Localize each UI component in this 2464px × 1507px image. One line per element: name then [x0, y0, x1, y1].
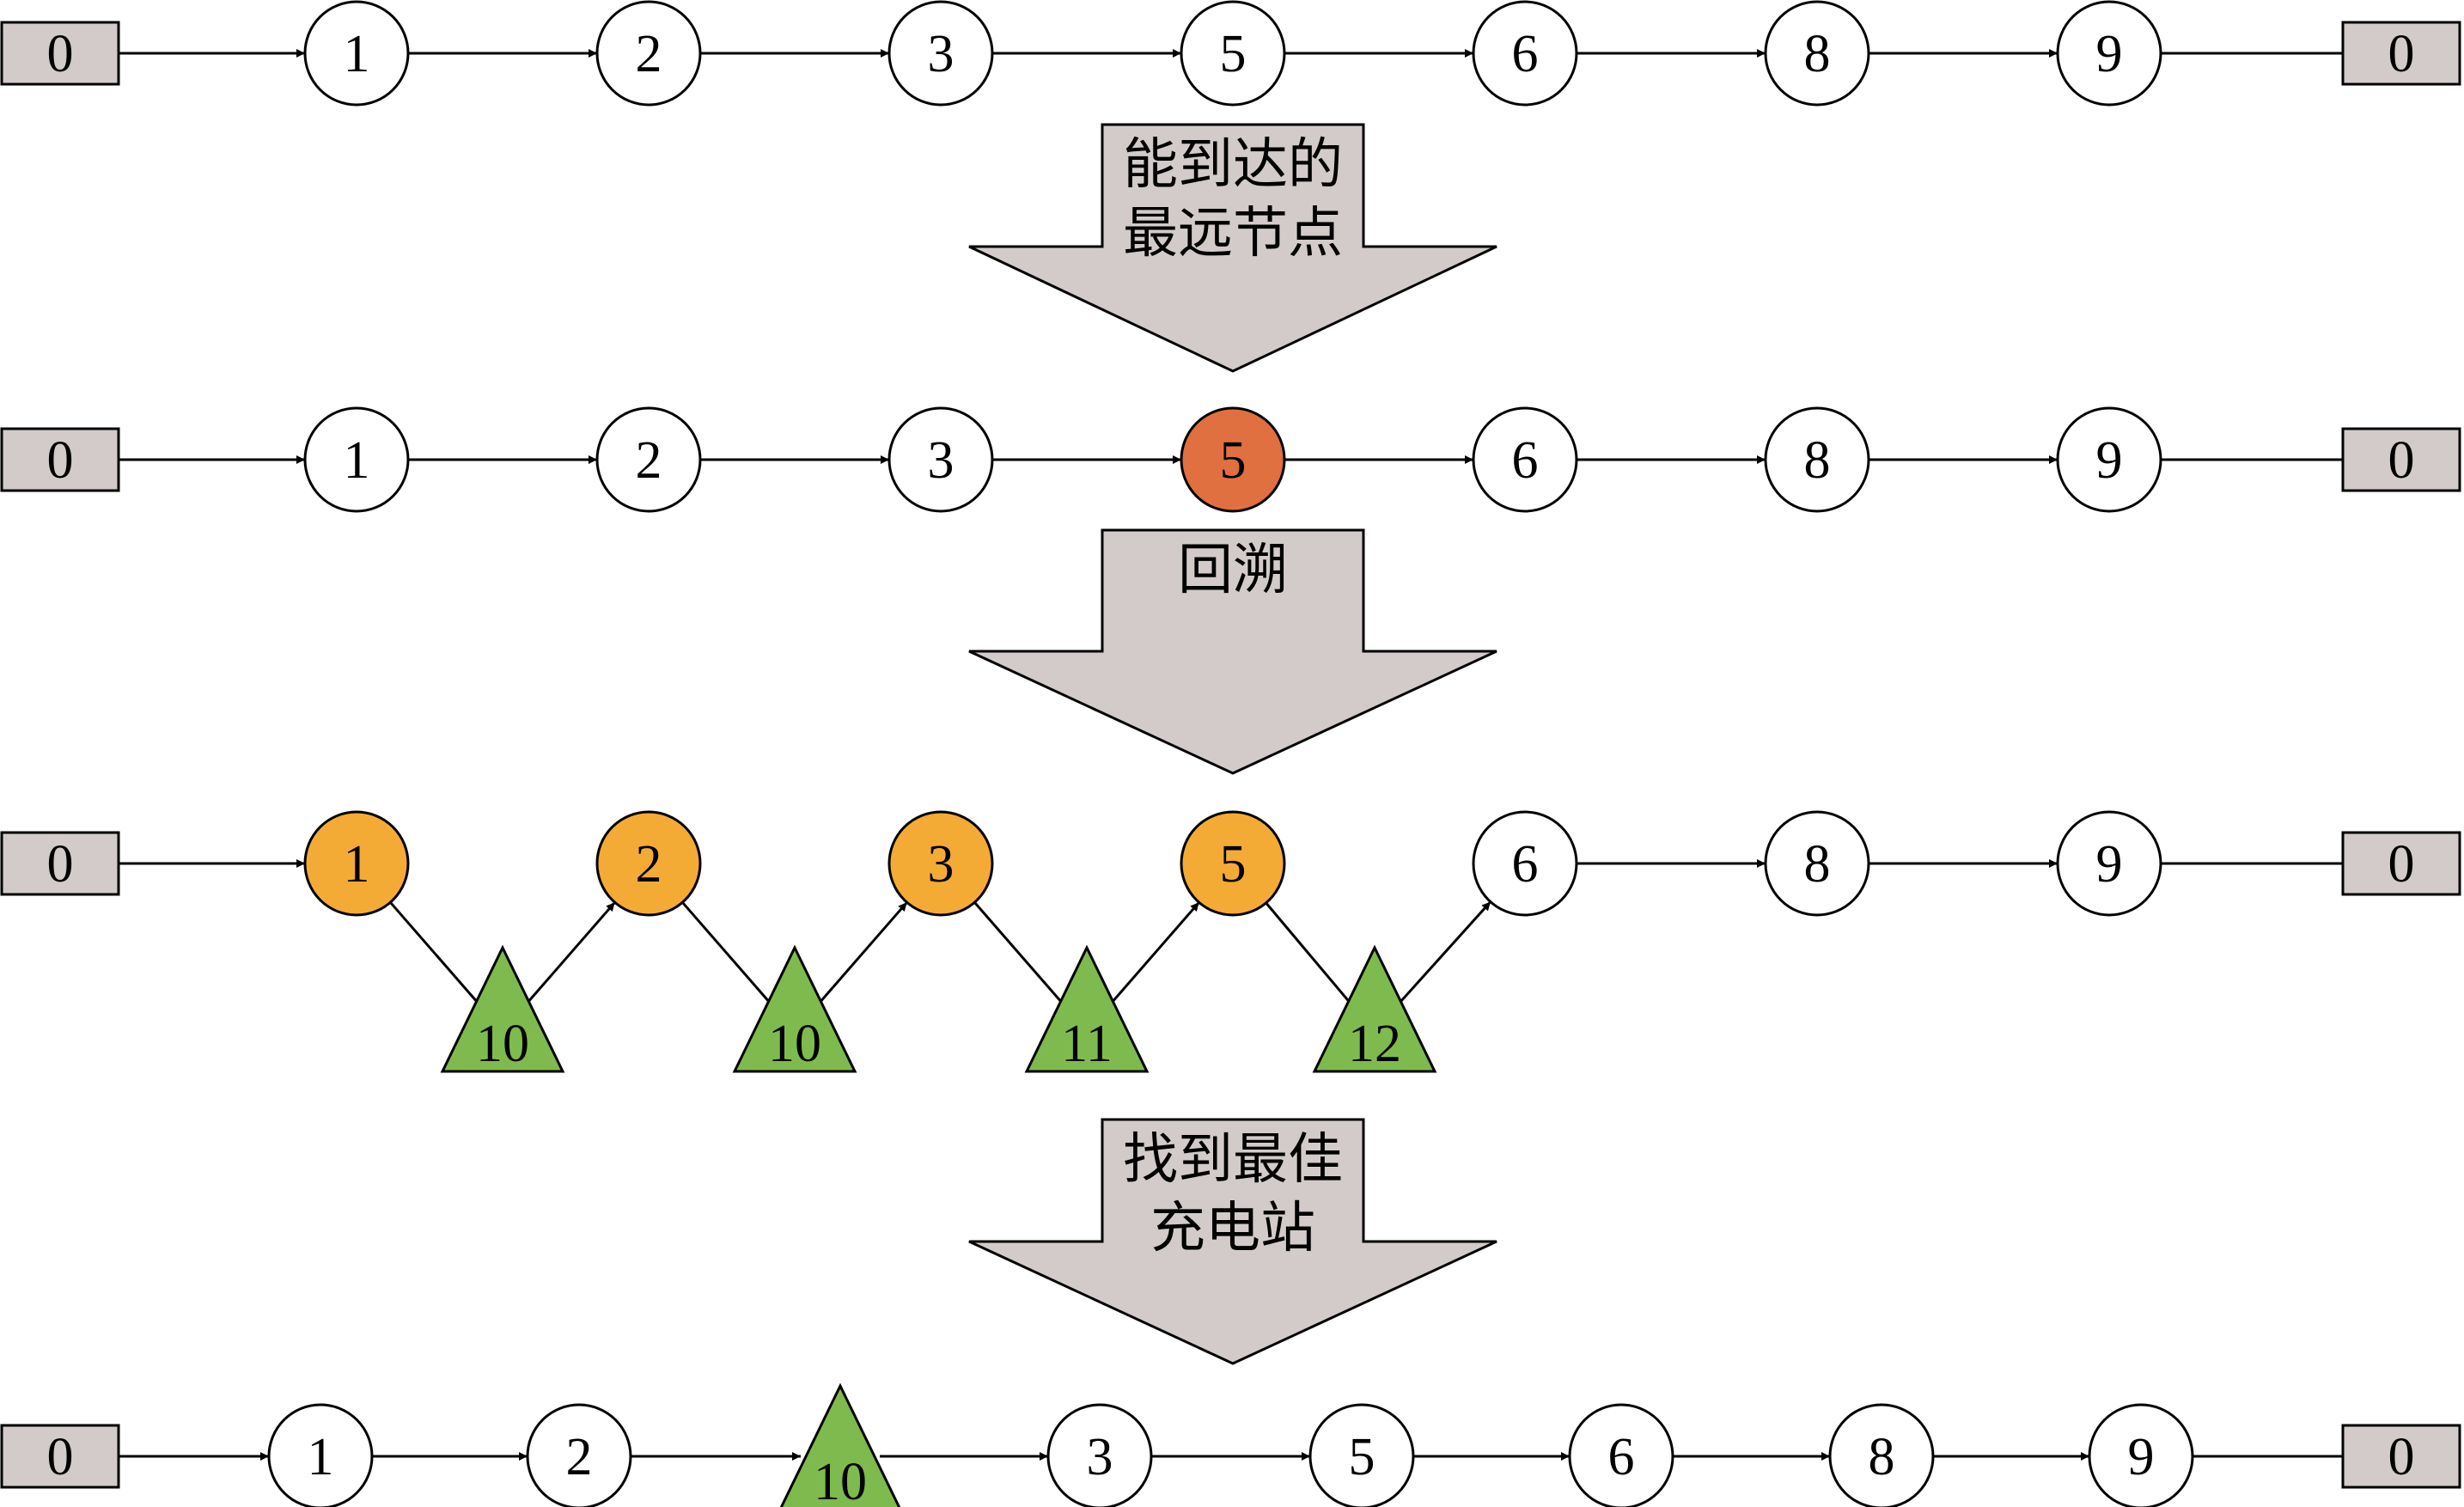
customer-node: 3 [887, 810, 994, 917]
depot-node: 0 [0, 427, 120, 492]
node-label: 0 [47, 25, 74, 83]
route-edge [1265, 901, 1357, 1010]
customer-node: 5 [1180, 810, 1286, 917]
node-label: 0 [2388, 25, 2415, 83]
node-label: 8 [1804, 431, 1831, 490]
step-label: 找到最佳 [1123, 1128, 1343, 1192]
customer-node: 8 [1764, 406, 1870, 513]
node-label: 1 [344, 431, 370, 490]
customer-node: 9 [2056, 406, 2162, 513]
customer-node: 2 [595, 0, 702, 107]
node-label: 3 [928, 25, 954, 83]
node-label: 11 [1061, 1015, 1113, 1073]
node-label: 0 [2388, 1428, 2415, 1486]
customer-node: 2 [595, 810, 702, 917]
customer-node: 1 [303, 810, 410, 917]
node-label: 3 [928, 431, 954, 490]
node-label: 10 [476, 1015, 529, 1073]
step-arrow: 回溯 [968, 528, 1497, 775]
route-edge [389, 901, 485, 1010]
node-label: 8 [1804, 835, 1831, 894]
node-label: 3 [1087, 1428, 1113, 1486]
node-label: 6 [1608, 1428, 1635, 1486]
node-label: 6 [1512, 835, 1539, 894]
node-label: 3 [928, 835, 954, 894]
charging-station-node: 10 [732, 944, 857, 1073]
route-edge [681, 901, 778, 1010]
customer-node: 6 [1472, 406, 1578, 513]
customer-node: 8 [1828, 1403, 1935, 1507]
charging-station-node: 10 [779, 1382, 901, 1507]
node-label: 0 [47, 835, 74, 894]
charging-station-node: 10 [440, 944, 565, 1073]
depot-node: 0 [0, 21, 120, 86]
node-label: 5 [1220, 835, 1247, 894]
node-label: 6 [1512, 25, 1539, 83]
node-label: 0 [2388, 431, 2415, 490]
customer-node: 6 [1472, 810, 1578, 917]
route-edge [973, 901, 1070, 1010]
depot-node: 0 [2341, 427, 2461, 492]
node-label: 9 [2128, 1428, 2155, 1486]
node-label: 1 [308, 1428, 334, 1486]
customer-node: 5 [1180, 406, 1286, 513]
step-label: 能到达的 [1123, 133, 1343, 197]
node-label: 6 [1512, 431, 1539, 490]
customer-node: 6 [1568, 1403, 1674, 1507]
node-label: 12 [1348, 1015, 1401, 1073]
customer-node: 2 [526, 1403, 632, 1507]
customer-node: 9 [2056, 0, 2162, 107]
node-label: 1 [344, 835, 370, 894]
node-label: 1 [344, 25, 370, 83]
step-label: 最远节点 [1123, 202, 1343, 265]
route-edge [520, 901, 616, 1010]
customer-node: 8 [1764, 0, 1870, 107]
node-label: 5 [1220, 25, 1247, 83]
node-label: 5 [1349, 1428, 1375, 1486]
node-label: 0 [47, 431, 74, 490]
node-label: 9 [2096, 25, 2123, 83]
node-label: 10 [768, 1015, 821, 1073]
depot-node: 0 [2341, 21, 2461, 86]
customer-node: 1 [303, 0, 410, 107]
depot-node: 0 [0, 1424, 120, 1489]
customer-node: 5 [1308, 1403, 1415, 1507]
customer-node: 1 [303, 406, 410, 513]
node-label: 10 [814, 1453, 867, 1507]
node-label: 0 [2388, 835, 2415, 894]
customer-node: 9 [2088, 1403, 2194, 1507]
step-label: 充电站 [1150, 1197, 1315, 1260]
customer-node: 3 [887, 406, 994, 513]
node-label: 8 [1869, 1428, 1895, 1486]
customer-node: 9 [2056, 810, 2162, 917]
customer-node: 6 [1472, 0, 1578, 107]
charging-station-node: 12 [1312, 944, 1437, 1073]
node-label: 9 [2096, 835, 2123, 894]
charging-station-node: 11 [1024, 944, 1150, 1073]
node-label: 2 [636, 835, 662, 894]
node-label: 8 [1804, 25, 1831, 83]
node-label: 2 [636, 25, 662, 83]
customer-node: 5 [1180, 0, 1286, 107]
customer-node: 2 [595, 406, 702, 513]
step-label: 回溯 [1178, 539, 1288, 602]
depot-node: 0 [2341, 831, 2461, 896]
node-label: 2 [566, 1428, 593, 1486]
customer-node: 8 [1764, 810, 1870, 917]
route-edge [1392, 900, 1492, 1011]
depot-node: 0 [0, 831, 120, 896]
route-edge [1104, 901, 1200, 1010]
node-label: 5 [1220, 431, 1247, 490]
customer-node: 3 [1046, 1403, 1153, 1507]
customer-node: 1 [267, 1403, 374, 1507]
customer-node: 3 [887, 0, 994, 107]
node-label: 2 [636, 431, 662, 490]
node-label: 9 [2096, 431, 2123, 490]
node-label: 0 [47, 1428, 74, 1486]
route-edge [812, 901, 908, 1010]
depot-node: 0 [2341, 1424, 2461, 1489]
